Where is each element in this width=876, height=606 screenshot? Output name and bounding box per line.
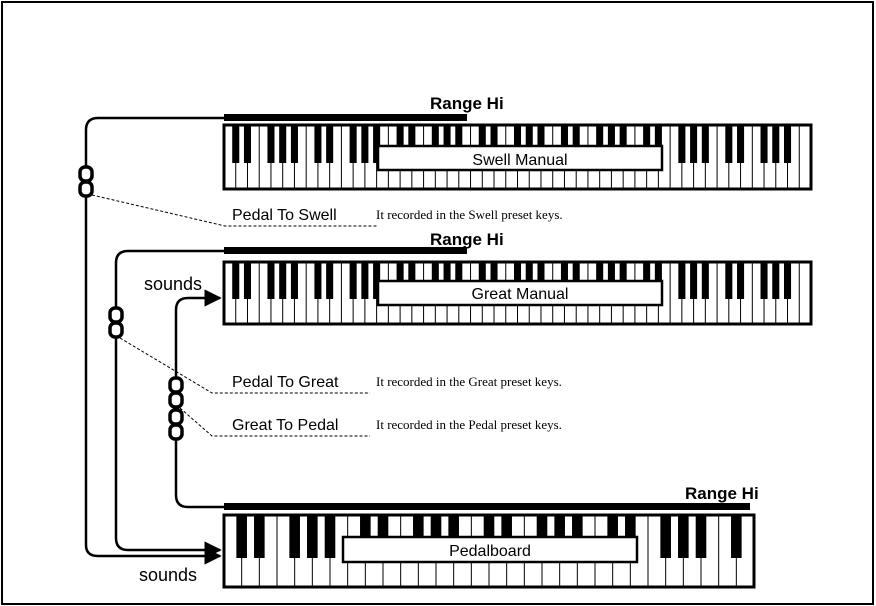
swell-manual-label: Swell Manual — [472, 152, 567, 169]
swell-black-key — [326, 126, 333, 163]
swell-coupler-line — [86, 118, 224, 556]
switch-lower-link — [170, 393, 182, 407]
great-sounds-label: sounds — [144, 274, 202, 294]
pedal-black-key — [236, 516, 247, 558]
switch-lower-link — [110, 323, 122, 337]
coupler-switch-icon — [170, 378, 182, 407]
pedal-black-key — [660, 516, 671, 558]
pedal-to-great-note: It recorded in the Great preset keys. — [376, 374, 562, 389]
great-black-key — [314, 263, 321, 299]
pedal-sounds-label: sounds — [139, 565, 197, 585]
pedal-to-great-label: Pedal To Great — [232, 374, 339, 391]
switch-upper-link — [170, 378, 182, 392]
swell-black-key — [761, 126, 768, 163]
pedalboard-label: Pedalboard — [449, 543, 531, 560]
swell-black-key — [291, 126, 298, 163]
pedal-range-label: Range Hi — [685, 484, 759, 503]
great-black-key — [244, 263, 251, 299]
pedal-section: Range Hi Pedalboard sounds Great To Peda… — [139, 417, 759, 587]
great-black-key — [690, 263, 697, 299]
swell-black-key — [279, 126, 286, 163]
great-to-pedal-label: Great To Pedal — [232, 417, 338, 434]
pedal-black-key — [289, 516, 300, 558]
coupler-lines — [86, 118, 224, 556]
pedal-black-key — [731, 516, 742, 558]
switch-upper-link — [80, 167, 92, 181]
great-manual-label: Great Manual — [472, 286, 569, 303]
great-black-key — [761, 263, 768, 299]
swell-black-key — [725, 126, 732, 163]
great-black-key — [267, 263, 274, 299]
pedal-to-swell-label: Pedal To Swell — [232, 207, 337, 224]
swell-black-key — [678, 126, 685, 163]
great-black-key — [291, 263, 298, 299]
swell-black-key — [772, 126, 779, 163]
pedal-black-key — [307, 516, 318, 558]
coupler-switch-icon — [170, 410, 182, 439]
swell-black-key — [690, 126, 697, 163]
swell-black-key — [784, 126, 791, 163]
great-black-key — [702, 263, 709, 299]
coupler-switch-icon — [80, 167, 92, 196]
great-to-pedal-note: It recorded in the Pedal preset keys. — [376, 417, 562, 432]
switch-lower-link — [80, 182, 92, 196]
pedal-black-key — [325, 516, 336, 558]
swell-range-label: Range Hi — [430, 94, 504, 113]
swell-black-key — [737, 126, 744, 163]
pedal-to-swell-note: It recorded in the Swell preset keys. — [376, 207, 563, 222]
pedal-range-bar — [224, 503, 750, 510]
coupler-switches — [80, 167, 182, 439]
swell-black-key — [361, 126, 368, 163]
great-black-key — [772, 263, 779, 299]
great-black-key — [737, 263, 744, 299]
great-section: Range Hi Great Manual sounds Pedal To Gr… — [144, 230, 811, 391]
swell-range-bar — [224, 114, 467, 121]
great-black-key — [279, 263, 286, 299]
great-black-key — [784, 263, 791, 299]
swell-black-key — [232, 126, 239, 163]
switch-upper-link — [170, 410, 182, 424]
coupler-switch-icon — [110, 308, 122, 337]
switch-lower-link — [170, 425, 182, 439]
great-black-key — [350, 263, 357, 299]
pedal-black-key — [678, 516, 689, 558]
great-black-key — [725, 263, 732, 299]
switch-upper-link — [110, 308, 122, 322]
great-black-key — [232, 263, 239, 299]
swell-black-key — [244, 126, 251, 163]
great-range-label: Range Hi — [430, 230, 504, 249]
great-black-key — [361, 263, 368, 299]
great-black-key — [678, 263, 685, 299]
swell-section: Range Hi Swell Manual Pedal To Swell It … — [224, 94, 811, 224]
great-black-key — [326, 263, 333, 299]
pedal-black-key — [254, 516, 265, 558]
swell-black-key — [702, 126, 709, 163]
swell-black-key — [350, 126, 357, 163]
pedal-black-key — [696, 516, 707, 558]
swell-black-key — [267, 126, 274, 163]
swell-black-key — [314, 126, 321, 163]
